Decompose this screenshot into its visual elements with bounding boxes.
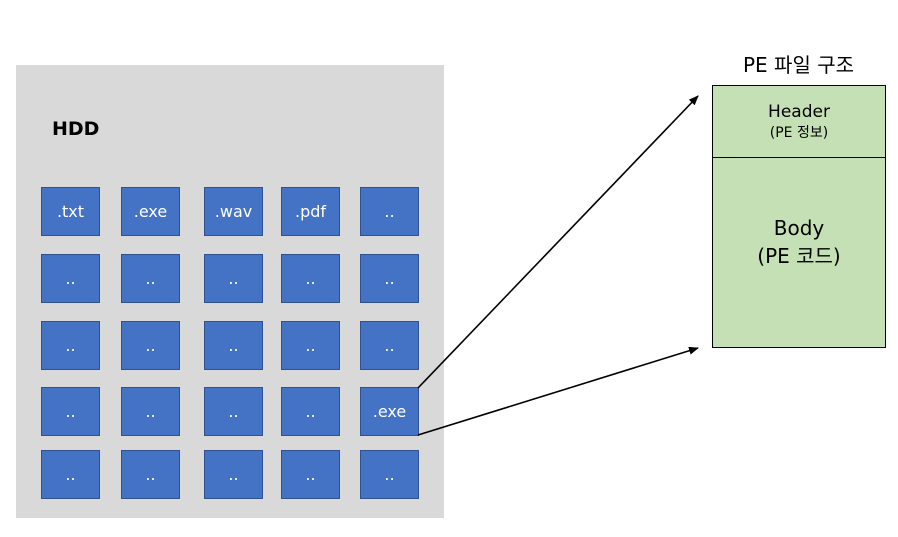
file-cell: .. <box>41 321 100 370</box>
file-cell-label: .. <box>384 464 395 484</box>
file-cell-label: .. <box>145 401 156 421</box>
arrow-to-header <box>417 95 699 389</box>
pe-structure-title: PE 파일 구조 <box>742 53 854 77</box>
file-cell: .. <box>360 187 419 236</box>
file-cell: .. <box>204 387 263 436</box>
file-cell: .. <box>281 254 340 303</box>
file-cell-label: .pdf <box>294 201 327 221</box>
file-cell-label: .. <box>305 268 316 288</box>
file-cell-label: .. <box>305 464 316 484</box>
file-cell-label: .txt <box>56 201 85 221</box>
file-cell: .. <box>281 450 340 499</box>
file-cell: .. <box>204 254 263 303</box>
file-cell-label: .. <box>65 335 76 355</box>
file-cell: .txt <box>41 187 100 236</box>
file-cell-label: .. <box>384 268 395 288</box>
file-cell-label: .. <box>228 464 239 484</box>
file-cell: .wav <box>204 187 263 236</box>
file-cell: .. <box>121 450 180 499</box>
file-cell-label: .. <box>65 464 76 484</box>
file-cell: .. <box>360 254 419 303</box>
pe-header-section: Header (PE 정보) <box>713 86 885 158</box>
arrow-to-body <box>417 346 699 436</box>
hdd-title: HDD <box>52 118 100 140</box>
file-cell-label: .exe <box>133 201 168 221</box>
pe-body-section: Body (PE 코드) <box>713 158 885 347</box>
file-cell-label: .. <box>145 268 156 288</box>
file-cell: .. <box>204 321 263 370</box>
file-cell: .exe <box>360 387 419 436</box>
pe-body-sublabel: (PE 코드) <box>757 244 841 268</box>
file-cell-label: .. <box>305 335 316 355</box>
file-cell-label: .exe <box>372 401 407 421</box>
file-cell: .exe <box>121 187 180 236</box>
file-cell-label: .wav <box>214 201 253 221</box>
file-cell-label: .. <box>145 335 156 355</box>
file-cell-label: .. <box>384 201 395 221</box>
file-cell-label: .. <box>145 464 156 484</box>
file-cell: .pdf <box>281 187 340 236</box>
file-cell: .. <box>121 254 180 303</box>
pe-body-label: Body <box>773 216 825 240</box>
file-cell: .. <box>281 387 340 436</box>
file-cell-label: .. <box>228 268 239 288</box>
file-cell-label: .. <box>384 335 395 355</box>
file-cell: .. <box>121 387 180 436</box>
file-cell-label: .. <box>228 335 239 355</box>
pe-structure-box: Header (PE 정보) Body (PE 코드) <box>712 85 886 348</box>
file-cell: .. <box>204 450 263 499</box>
file-cell-label: .. <box>65 268 76 288</box>
file-cell: .. <box>41 387 100 436</box>
file-cell: .. <box>360 450 419 499</box>
pe-header-sublabel: (PE 정보) <box>769 124 829 141</box>
file-cell: .. <box>281 321 340 370</box>
file-cell-label: .. <box>228 401 239 421</box>
file-cell: .. <box>360 321 419 370</box>
file-cell: .. <box>41 254 100 303</box>
file-cell: .. <box>121 321 180 370</box>
file-cell-label: .. <box>65 401 76 421</box>
file-cell: .. <box>41 450 100 499</box>
pe-header-label: Header <box>768 101 830 122</box>
file-cell-label: .. <box>305 401 316 421</box>
